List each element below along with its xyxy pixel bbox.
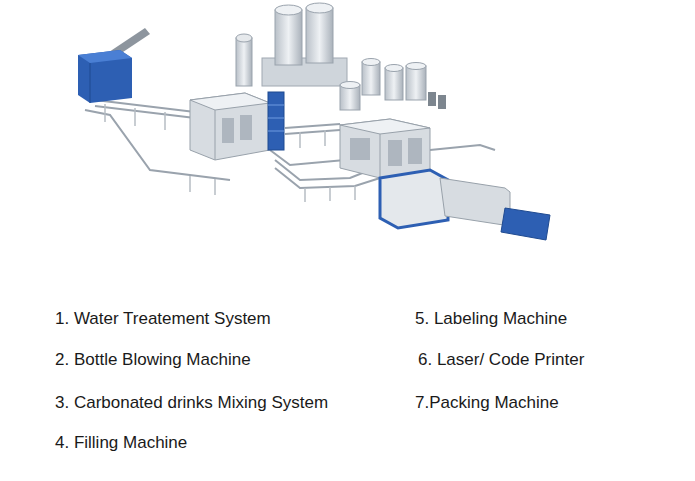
legend-item: 4. Filling Machine — [55, 433, 187, 453]
conveyor-rails-part — [285, 124, 340, 128]
tanks-part — [306, 3, 333, 13]
packing-machine-part — [440, 178, 510, 226]
conveyor-legs-part — [329, 187, 331, 201]
filling-monoblock-part — [268, 92, 284, 150]
conveyor-rails-part — [95, 100, 195, 112]
filling-monoblock-part — [268, 131, 284, 132]
filling-monoblock-part — [222, 118, 234, 143]
packing-machine — [380, 170, 550, 240]
packing-machine-part — [380, 170, 448, 228]
conveyor-legs-part — [304, 188, 306, 202]
filling-labeling-machines-part — [388, 140, 402, 166]
conveyor-legs-part — [134, 108, 136, 126]
legend-item: 2. Bottle Blowing Machine — [55, 350, 251, 370]
filling-labeling-machines-part — [350, 138, 370, 160]
tanks-part — [306, 8, 333, 63]
conveyor-legs-part — [354, 186, 356, 200]
conveyor-legs-part — [214, 179, 216, 195]
filling-monoblock-part — [240, 115, 252, 140]
filling-monoblock-part — [268, 105, 284, 106]
tanks-part — [406, 63, 426, 70]
filling-labeling-machines-part — [380, 134, 381, 178]
tanks-part — [236, 34, 252, 42]
tanks-part — [438, 95, 446, 109]
legend-item: 1. Water Treatement System — [55, 309, 271, 329]
conveyor-rails-part — [285, 130, 340, 134]
legend-item: 7.Packing Machine — [415, 393, 559, 413]
filling-labeling-machines-part — [408, 138, 422, 164]
tanks-part — [275, 10, 302, 65]
conveyor-legs-part — [189, 176, 191, 192]
tanks-part — [275, 5, 302, 15]
legend-item: 3. Carbonated drinks Mixing System — [55, 393, 328, 413]
filling-monoblock — [190, 92, 284, 160]
conveyor-legs-part — [299, 132, 301, 148]
filling-labeling-machines-part — [340, 119, 430, 134]
conveyor-rails-part — [430, 145, 495, 150]
tanks-part — [340, 82, 360, 89]
conveyor-rails-part — [270, 150, 345, 165]
filling-monoblock-part — [268, 118, 284, 119]
tanks-part — [428, 92, 436, 106]
bottle-blowing-machine-part — [78, 50, 132, 103]
tanks-part — [385, 68, 403, 100]
bottle-blowing-machine-part — [78, 50, 132, 63]
conveyor-legs-part — [164, 112, 166, 130]
tanks-part — [406, 66, 426, 100]
tanks-part — [236, 38, 252, 86]
filling-monoblock-part — [190, 93, 270, 110]
legend-item: 5. Labeling Machine — [415, 309, 567, 329]
bottle-blowing-machine-part — [90, 63, 91, 103]
filling-labeling-machines-part — [340, 119, 430, 178]
tanks-part — [362, 59, 380, 66]
conveyor-legs-part — [324, 130, 326, 146]
bottle-blowing-machine — [78, 28, 150, 103]
packing-machine-part — [501, 208, 550, 240]
filling-monoblock-part — [215, 110, 216, 160]
legend-item: 6. Laser/ Code Printer — [418, 350, 584, 370]
tanks-part — [362, 62, 380, 95]
conveyor-legs-part — [104, 104, 106, 122]
filling-monoblock-part — [190, 93, 270, 160]
filling-labeling-machines — [340, 119, 430, 178]
tanks-part — [385, 65, 403, 72]
